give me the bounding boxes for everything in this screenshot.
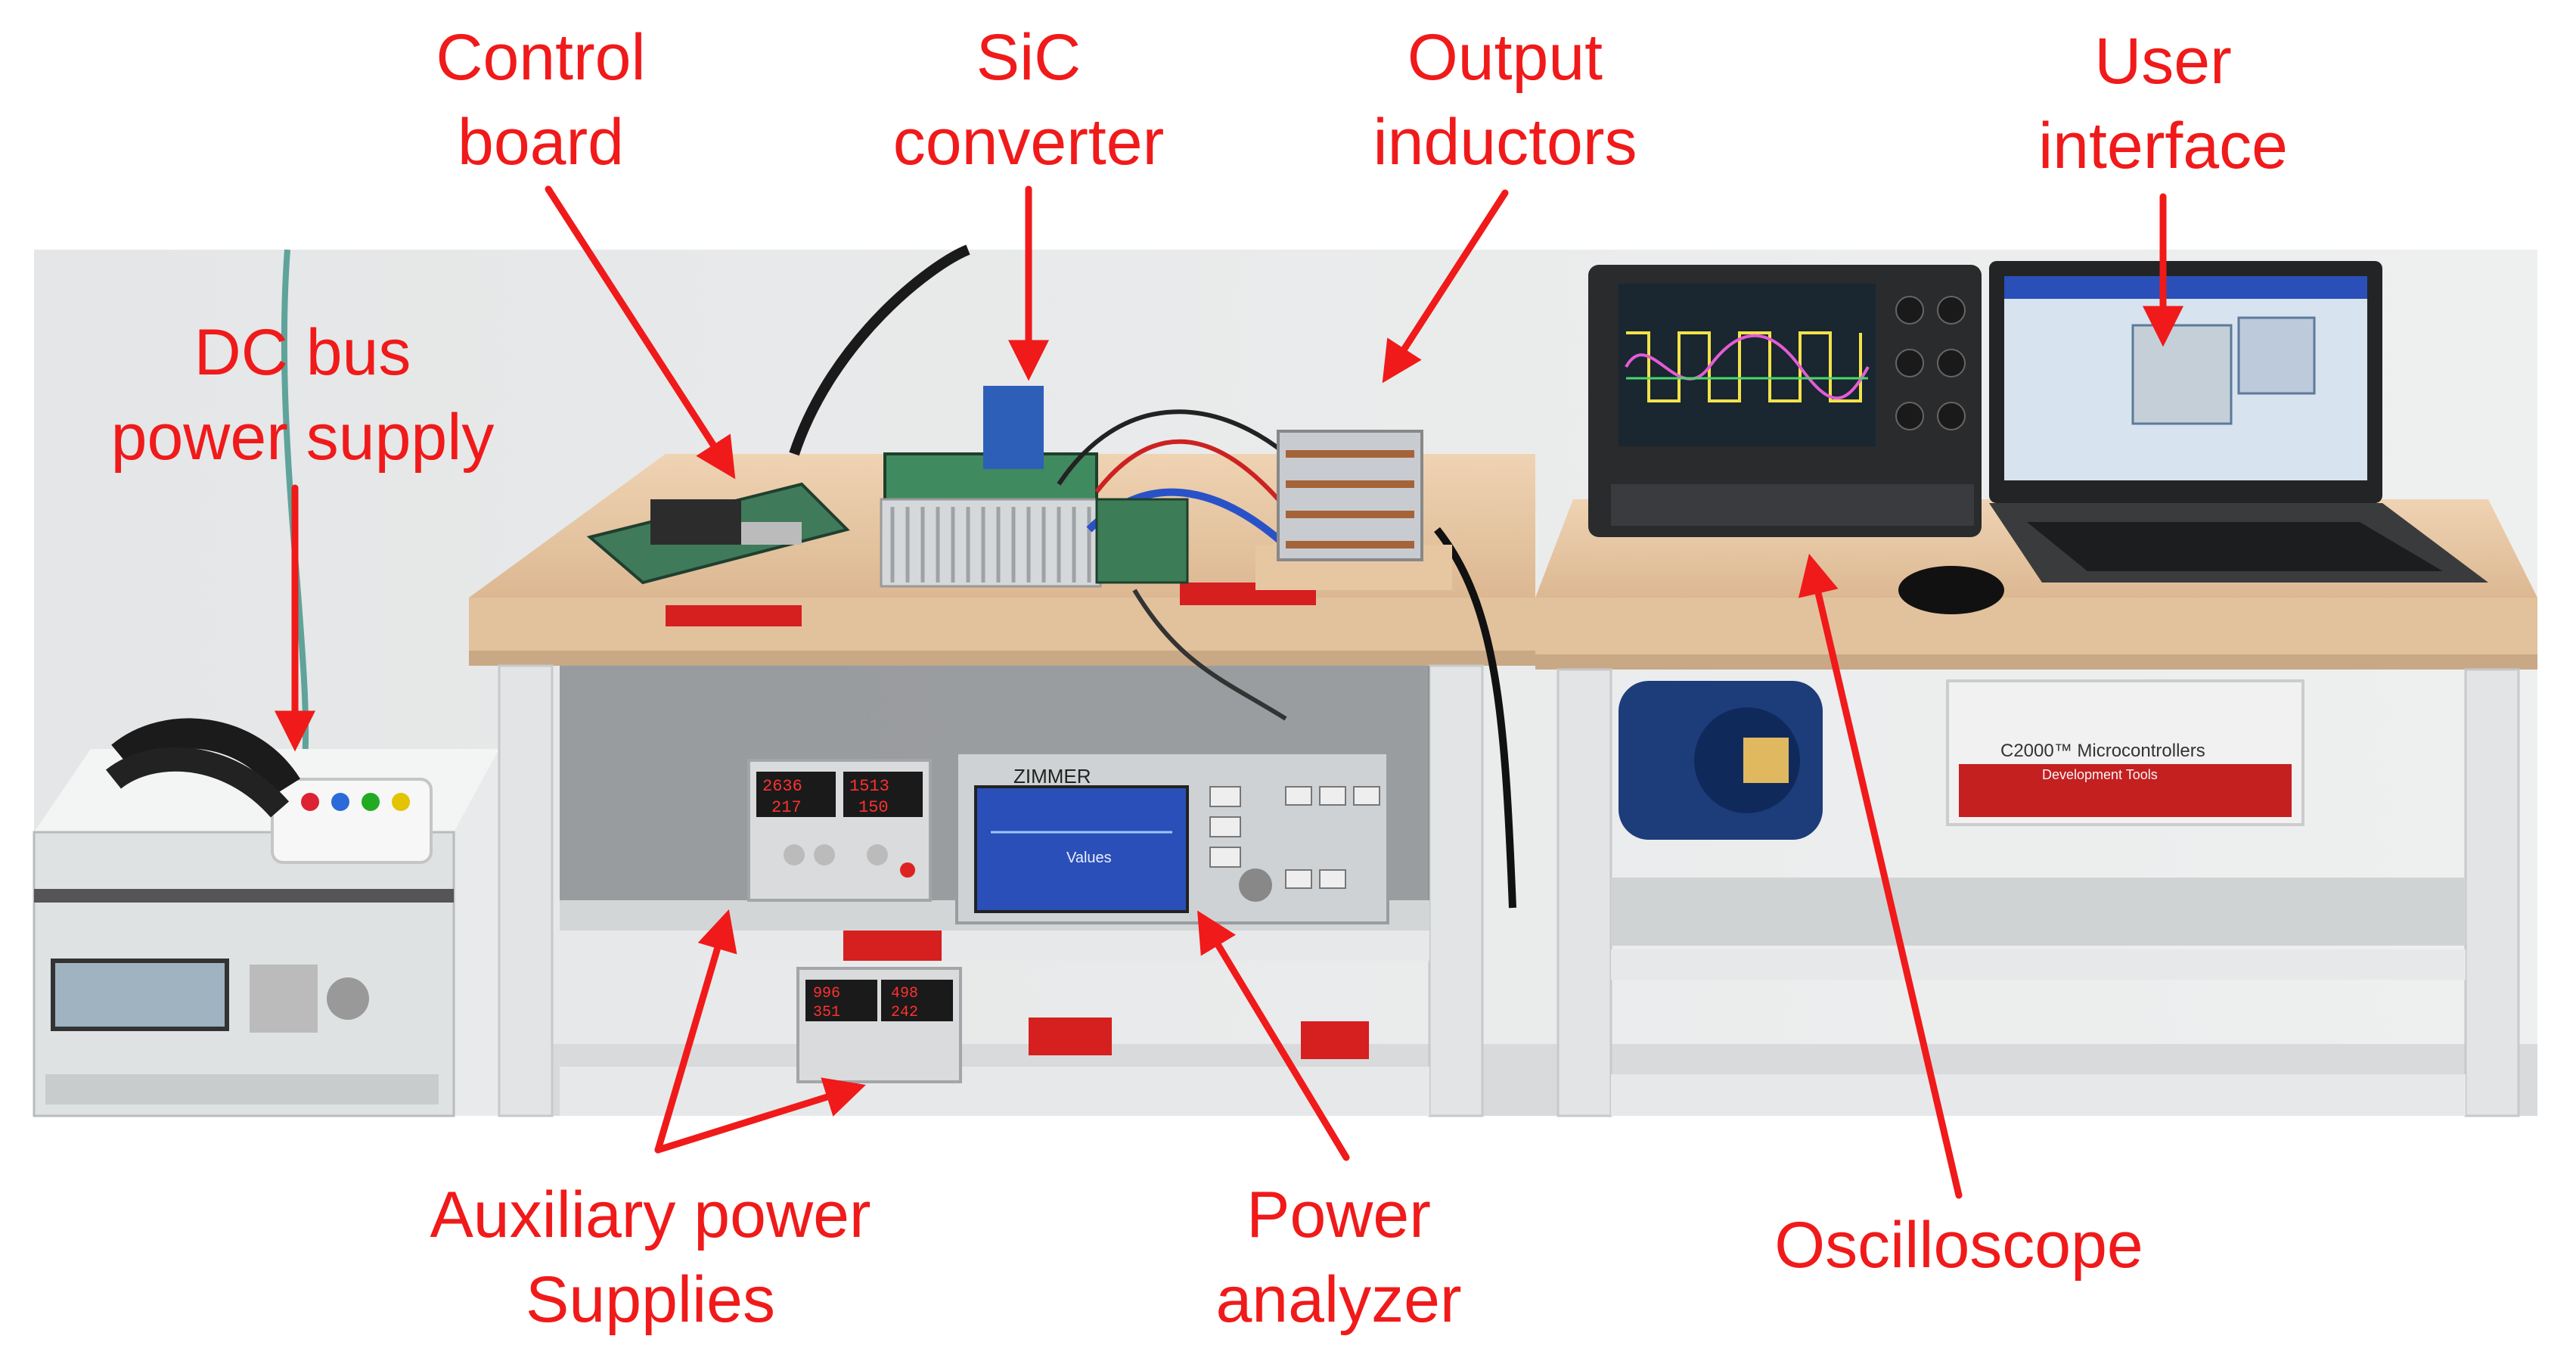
label-user-interface: User interface [2038,25,2288,182]
label-dc-bus-power-supply: DC bus power supply [110,316,495,474]
arrow-control-board [545,185,736,480]
analyzer-readout: Values [1066,850,1112,866]
arrow-auxiliary-bottom [654,1077,866,1154]
oscilloscope-unit [1588,265,1982,537]
control-board-pcb [586,482,850,585]
psu-bottom-right-display-2: 242 [891,1004,918,1021]
psu-bottom-left-display: 996 [813,985,840,1002]
aux-power-supply-top: 2636 217 1513 150 [747,759,932,902]
sic-converter [789,244,1102,588]
psu-top-right-display: 1513 [849,777,889,796]
dc-bus-power-supply-unit [33,718,499,1117]
arrow-auxiliary-top [654,909,737,1154]
laptop-icon [1989,261,2488,583]
psu-top-left-display-2: 217 [771,798,802,817]
aux-power-supply-bottom: 996 351 498 242 [796,967,962,1083]
mouse-icon [1898,566,2004,614]
ti-dev-tools-box: C2000™ Microcontrollers Development Tool… [1946,679,2304,826]
output-inductors [1255,430,1452,590]
ti-box-title: C2000™ Microcontrollers [2000,741,2205,761]
wiring [1057,409,1516,909]
label-power-analyzer: Power analyzer [1215,1179,1462,1336]
ti-box-subtitle: Development Tools [2042,767,2158,782]
label-control-board: Control board [436,21,646,179]
annotation-arrows [275,185,2183,1199]
psu-top-left-display: 2636 [762,777,802,796]
label-oscilloscope: Oscilloscope [1774,1209,2143,1282]
heatsink-icon [880,498,1102,588]
motor-icon [1619,681,1823,840]
psu-bottom-right-display: 498 [891,985,918,1002]
oscilloscope-waveform-icon [1625,331,1870,402]
label-sic-converter: SiC converter [892,21,1165,179]
arrow-oscilloscope [1798,553,1963,1199]
psu-top-right-display-2: 150 [858,798,889,817]
power-analyzer-unit: ZIMMER Values [955,751,1389,924]
label-auxiliary-power-supplies: Auxiliary power Supplies [430,1179,871,1336]
arrow-output-inductors [1382,189,1509,384]
analyzer-brand: ZIMMER [1013,765,1091,788]
psu-bottom-left-display-2: 351 [813,1004,840,1021]
label-output-inductors: Output inductors [1373,21,1637,179]
arrow-power-analyzer [1197,910,1350,1161]
